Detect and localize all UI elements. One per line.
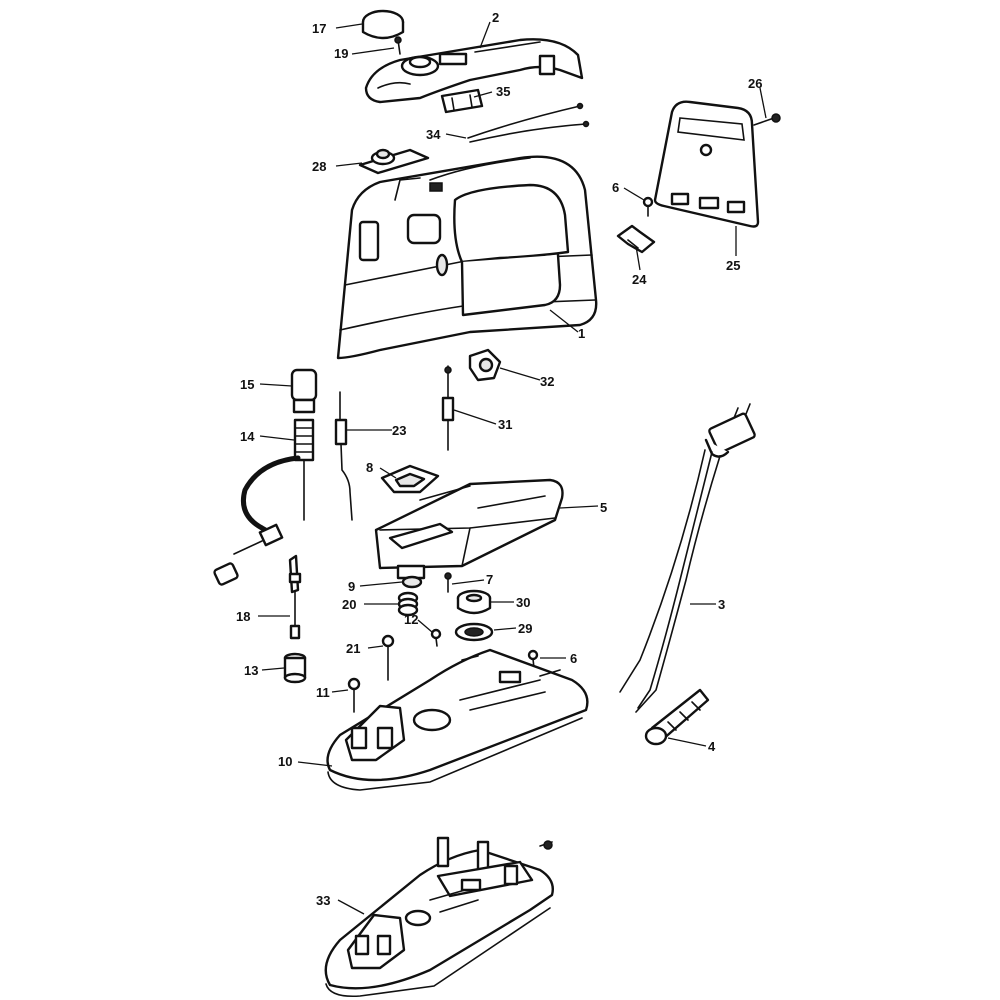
part-17-knob (361, 9, 405, 40)
part-19-screw (394, 36, 402, 55)
part-29-seal (454, 622, 494, 642)
part-1-housing (336, 155, 598, 360)
callout-6-lower: 6 (570, 651, 577, 666)
callout-28: 28 (312, 159, 326, 174)
callout-6-upper: 6 (612, 180, 619, 195)
part-28-valve (358, 148, 430, 175)
part-10-soleplate (326, 648, 589, 791)
callout-29: 29 (518, 621, 532, 636)
callout-15: 15 (240, 377, 254, 392)
part-13-bushing (283, 652, 307, 684)
part-31-rod (441, 365, 455, 451)
part-25-heel-rest (653, 100, 760, 228)
callout-4: 4 (708, 739, 716, 754)
part-18-rod (288, 554, 302, 640)
callout-35: 35 (496, 84, 510, 99)
callout-18: 18 (236, 609, 250, 624)
callout-11: 11 (316, 685, 330, 700)
part-21-screw (381, 634, 395, 681)
part-33-soleplate-assembly (324, 836, 554, 998)
part-35-clip (440, 88, 484, 114)
leader-lines (258, 21, 767, 915)
callout-14: 14 (240, 429, 255, 444)
part-7-screw (444, 572, 452, 593)
callout-2: 2 (492, 10, 499, 25)
part-2-handle-cover (364, 38, 584, 104)
callout-31: 31 (498, 417, 512, 432)
callout-12: 12 (404, 612, 418, 627)
part-15-cap (290, 368, 318, 414)
callout-9: 9 (348, 579, 355, 594)
part-6-screw-upper (642, 196, 654, 217)
callout-32: 32 (540, 374, 554, 389)
callout-26: 26 (748, 76, 762, 91)
part-32-clip (468, 348, 502, 382)
part-34-wire (467, 102, 590, 143)
part-23-rod (334, 391, 353, 521)
callout-34: 34 (426, 127, 441, 142)
part-30-grommet (456, 589, 492, 615)
callout-23: 23 (392, 423, 406, 438)
part-8-gasket (380, 464, 440, 494)
callout-3: 3 (718, 597, 725, 612)
part-3-power-cord (619, 403, 756, 713)
callout-33: 33 (316, 893, 330, 908)
part-4-strain-relief (644, 688, 710, 746)
part-26-screw (753, 113, 781, 126)
callout-21: 21 (346, 641, 360, 656)
callout-24: 24 (632, 272, 647, 287)
part-12-screw (430, 628, 442, 647)
callout-19: 19 (334, 46, 348, 61)
callout-20: 20 (342, 597, 356, 612)
callout-25: 25 (726, 258, 740, 273)
callout-8: 8 (366, 460, 373, 475)
callout-17: 17 (312, 21, 326, 36)
callout-30: 30 (516, 595, 530, 610)
callout-13: 13 (244, 663, 258, 678)
callout-5: 5 (600, 500, 607, 515)
callout-labels: 17 2 19 35 34 28 26 6 24 25 1 32 15 14 2… (236, 10, 762, 908)
callout-7: 7 (486, 572, 493, 587)
part-11-screw (347, 677, 361, 713)
part-6-screw-lower (527, 649, 539, 669)
callout-1: 1 (578, 326, 585, 341)
part-9-nozzle (401, 575, 423, 589)
callout-10: 10 (278, 754, 292, 769)
part-14-pump-assembly (213, 418, 315, 586)
part-5-tank (374, 478, 564, 580)
part-20-spring (397, 591, 419, 617)
